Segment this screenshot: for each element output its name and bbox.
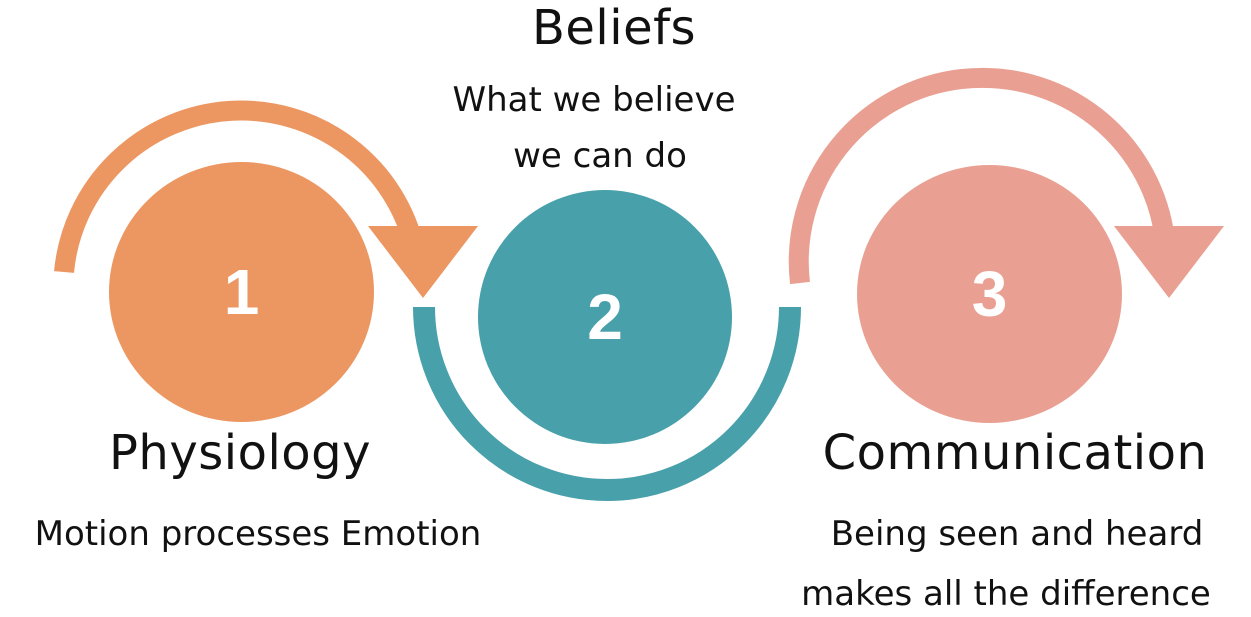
step-1-caption: Motion processes Emotion xyxy=(34,514,482,554)
step-3-circle: 3 xyxy=(857,165,1122,423)
step-3-title: Communication xyxy=(822,425,1208,481)
step-2-caption-line-2: we can do xyxy=(513,136,687,176)
step-2-caption-line-1: What we believe xyxy=(452,80,736,120)
step-1-circle: 1 xyxy=(109,162,374,422)
arrowhead-3 xyxy=(1114,226,1224,298)
arc-under-2 xyxy=(413,306,801,501)
step-1-title: Physiology xyxy=(108,425,372,481)
step-3-caption-line-2: makes all the difference xyxy=(801,574,1211,614)
step-1-number: 1 xyxy=(223,256,260,328)
arc-arrow-1 xyxy=(54,100,425,273)
step-2-circle: 2 xyxy=(478,190,732,444)
step-2-title: Beliefs xyxy=(531,0,697,56)
step-2-number: 2 xyxy=(587,281,623,353)
arrowhead-1 xyxy=(368,226,478,298)
arc-arrow-3 xyxy=(788,67,1175,285)
step-3-caption-line-1: Being seen and heard xyxy=(830,514,1204,554)
step-3-number: 3 xyxy=(971,258,1008,330)
